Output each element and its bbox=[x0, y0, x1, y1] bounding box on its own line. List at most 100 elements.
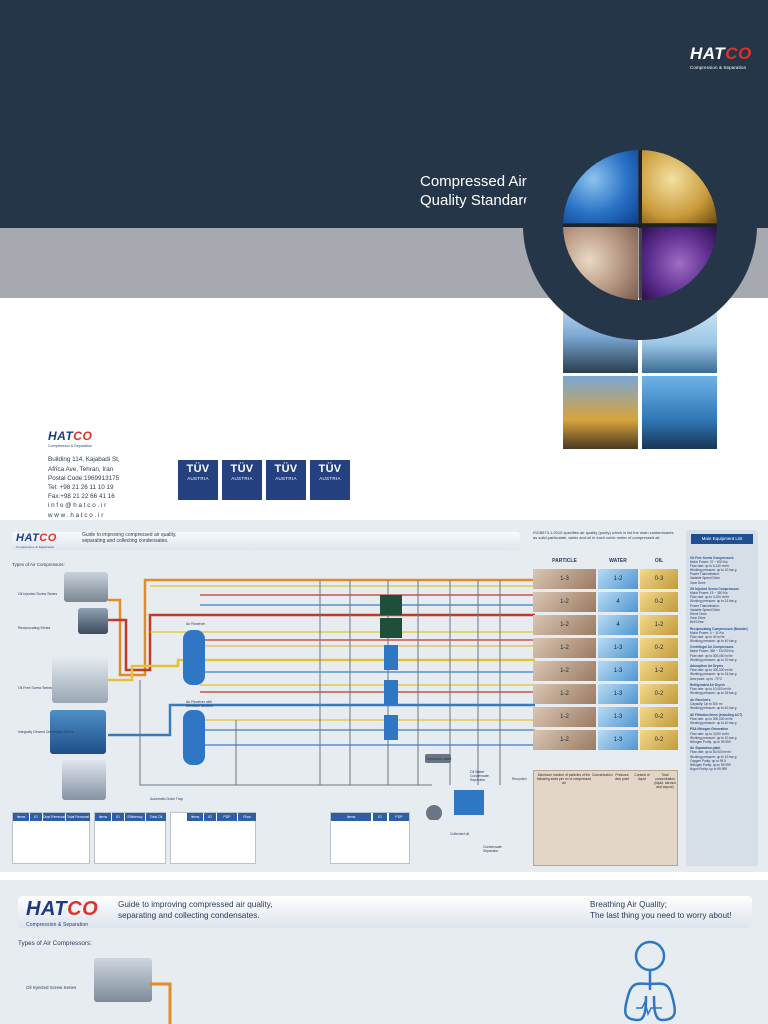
bottom-compressor-label: Oil Injected Screw Series bbox=[26, 985, 77, 990]
equipment-heading: Refrigerated Air Dryers bbox=[690, 683, 725, 688]
particle-class-cell: 1-2 bbox=[533, 730, 596, 750]
oil-class-cell: 0-2 bbox=[640, 638, 678, 658]
equipment-spec: Capacity: Up to 300 m³ bbox=[690, 702, 723, 706]
particle-contamination-image bbox=[563, 227, 638, 300]
water-class-cell: 1-3 bbox=[598, 684, 638, 704]
equipment-heading: Adsorption Air Dryers bbox=[690, 664, 724, 669]
separated-water-label: Separated water bbox=[426, 757, 452, 761]
breathing-air-text: Breathing Air Quality; The last thing yo… bbox=[590, 900, 732, 920]
hatco-logo-bottom: HATCO Compression & Separation bbox=[26, 898, 99, 928]
oil-class-cell: 0-2 bbox=[640, 707, 678, 727]
equipment-spec: Working pressure: up to 40 bar g bbox=[690, 638, 737, 643]
piping-flow-diagram bbox=[108, 578, 535, 820]
dew-point-label: Pressure dew point bbox=[614, 773, 630, 781]
oil-class-cell: 0-3 bbox=[640, 569, 678, 589]
website-link[interactable]: w w w . h a t c o . i r bbox=[48, 511, 104, 519]
equipment-spec: Flow rate: up to 300,000 m³/hr bbox=[690, 653, 733, 658]
oil-class-cell: 0-2 bbox=[640, 730, 678, 750]
compressor-label: Reciprocating Series bbox=[18, 626, 51, 630]
dryer-table: Items ID PDP Flow bbox=[170, 812, 256, 864]
water-class-cell: 1-3 bbox=[598, 638, 638, 658]
equipment-spec: Variable Speed Drive bbox=[690, 576, 720, 581]
water-class-cell: 1-3 bbox=[598, 730, 638, 750]
poster-guide-text: Guide to improving compressed air qualit… bbox=[82, 532, 177, 545]
cover-title-line2: Quality Standards bbox=[420, 192, 540, 209]
equipment-spec: Nitrogen Purity: up to 99.999 bbox=[690, 762, 731, 767]
oil-header: OIL bbox=[654, 558, 664, 564]
equipment-item: Reciprocating Compressors (Booster)Motor… bbox=[690, 627, 756, 643]
equipment-spec: Dew point: up to -70°C bbox=[690, 676, 723, 681]
contaminant-limits-table: Maximum number of particles of the follo… bbox=[533, 770, 678, 866]
lens-crosshair-vertical bbox=[639, 150, 642, 300]
oil-class-cell: 1-2 bbox=[640, 615, 678, 635]
medical-image bbox=[642, 376, 717, 449]
liquid-content-label: Content of liquid bbox=[634, 773, 650, 781]
equipment-spec: Working pressure: up to 40 bar g bbox=[690, 706, 737, 711]
compressor-label: Oil Free Screw Series bbox=[18, 686, 53, 690]
collected-oil-label: Collected oil bbox=[450, 832, 470, 836]
concentration-label: Concentration bbox=[592, 773, 613, 777]
equipment-spec: Gear Drive bbox=[690, 580, 706, 585]
equipment-spec: Working pressure: up to 16 bar g bbox=[690, 672, 737, 677]
equipment-spec: Direct Drive bbox=[690, 611, 707, 616]
equipment-heading: Air Separation plant bbox=[690, 746, 721, 751]
equipment-heading: Oil Free Screw Compressors bbox=[690, 556, 734, 560]
recycled-label: Recycled bbox=[512, 777, 527, 781]
oil-water-separator-label: Oil Water Condensate Separator bbox=[470, 770, 489, 782]
total-oil-label: Total concentration (liquid, aerosol and… bbox=[654, 773, 676, 789]
equipment-heading: Centrifugal Air Compressors bbox=[690, 645, 734, 650]
laboratory-image bbox=[642, 300, 717, 373]
equipment-spec: Nitrogen Purity: up to 99.999 bbox=[690, 739, 731, 744]
particle-class-cell: 1-2 bbox=[533, 707, 596, 727]
hatco-logo-address: HATCO Compression & Separation bbox=[48, 429, 93, 449]
equipment-spec: Flow rate: up to 300,000 m³/hr bbox=[690, 668, 733, 673]
address-line: Postal Code:1969913175 bbox=[48, 474, 120, 482]
address-line: Building 114, Kajabadi St, bbox=[48, 456, 120, 464]
water-droplets-image bbox=[563, 150, 638, 223]
pipe-orange-bottom bbox=[150, 982, 172, 1024]
equipment-heading: All Filtration Items (Including ACT) bbox=[690, 712, 743, 717]
particle-class-cell: 1-2 bbox=[533, 638, 596, 658]
filter-table-1: Items ID Dust Removal Total Removal Oil bbox=[12, 812, 90, 864]
oil-class-cell: 0-2 bbox=[640, 592, 678, 612]
equipment-spec: Working pressure: up to 10 bar g bbox=[690, 568, 737, 573]
oil-class-cell: 1-2 bbox=[640, 661, 678, 681]
condensate-separator-label: Condensate Separator bbox=[483, 845, 502, 853]
filter-table-2: Items ID Efficiency Total Oil Content bbox=[94, 812, 166, 864]
oil-injected-screw-compressor bbox=[64, 572, 108, 602]
iso-description: ISO8573-1:2010 specifies air quality (pu… bbox=[533, 530, 674, 540]
water-class-cell: 1-2 bbox=[598, 569, 638, 589]
oil-injected-screw-compressor-large bbox=[94, 958, 152, 1002]
air-receiver-demister-label: Air Receiver with Demister Section bbox=[186, 700, 213, 708]
bottom-types-label: Types of Air Compressors: bbox=[18, 940, 92, 947]
compressor-label: Integrally Geared Centrifugal Series bbox=[18, 730, 74, 734]
equipment-spec: Working pressure: up to 16 bar g bbox=[690, 691, 737, 696]
equipment-item: All Filtration Items (Including ACT)Flow… bbox=[690, 713, 756, 725]
cover-title-line1: Compressed Air bbox=[420, 173, 527, 190]
equipment-spec: Motor Power: 4 ~ 11 Kw bbox=[690, 630, 724, 635]
water-class-cell: 4 bbox=[598, 615, 638, 635]
equipment-spec: Motor Power: 15 ~ 350 Kw bbox=[690, 591, 728, 596]
lungs-icon bbox=[623, 940, 677, 1022]
fax-line: Fax:+98 21 22 66 41 16 bbox=[48, 493, 115, 501]
industrial-plant-image bbox=[563, 300, 638, 373]
equipment-spec: Power Transmission: bbox=[690, 603, 720, 608]
water-class-cell: 1-3 bbox=[598, 707, 638, 727]
compressor-label: Oil Injected Screw Series bbox=[18, 592, 58, 596]
equipment-panel bbox=[686, 530, 758, 866]
equipment-spec: Flow rate: up to 10,000 m³/hr bbox=[690, 687, 731, 692]
equipment-title: Main Equipment List bbox=[691, 534, 753, 544]
email-link[interactable]: i n f o @ h a t c o . i r bbox=[48, 502, 107, 510]
equipment-spec: Motor Power: 37 ~ 630 Kw bbox=[690, 560, 728, 565]
